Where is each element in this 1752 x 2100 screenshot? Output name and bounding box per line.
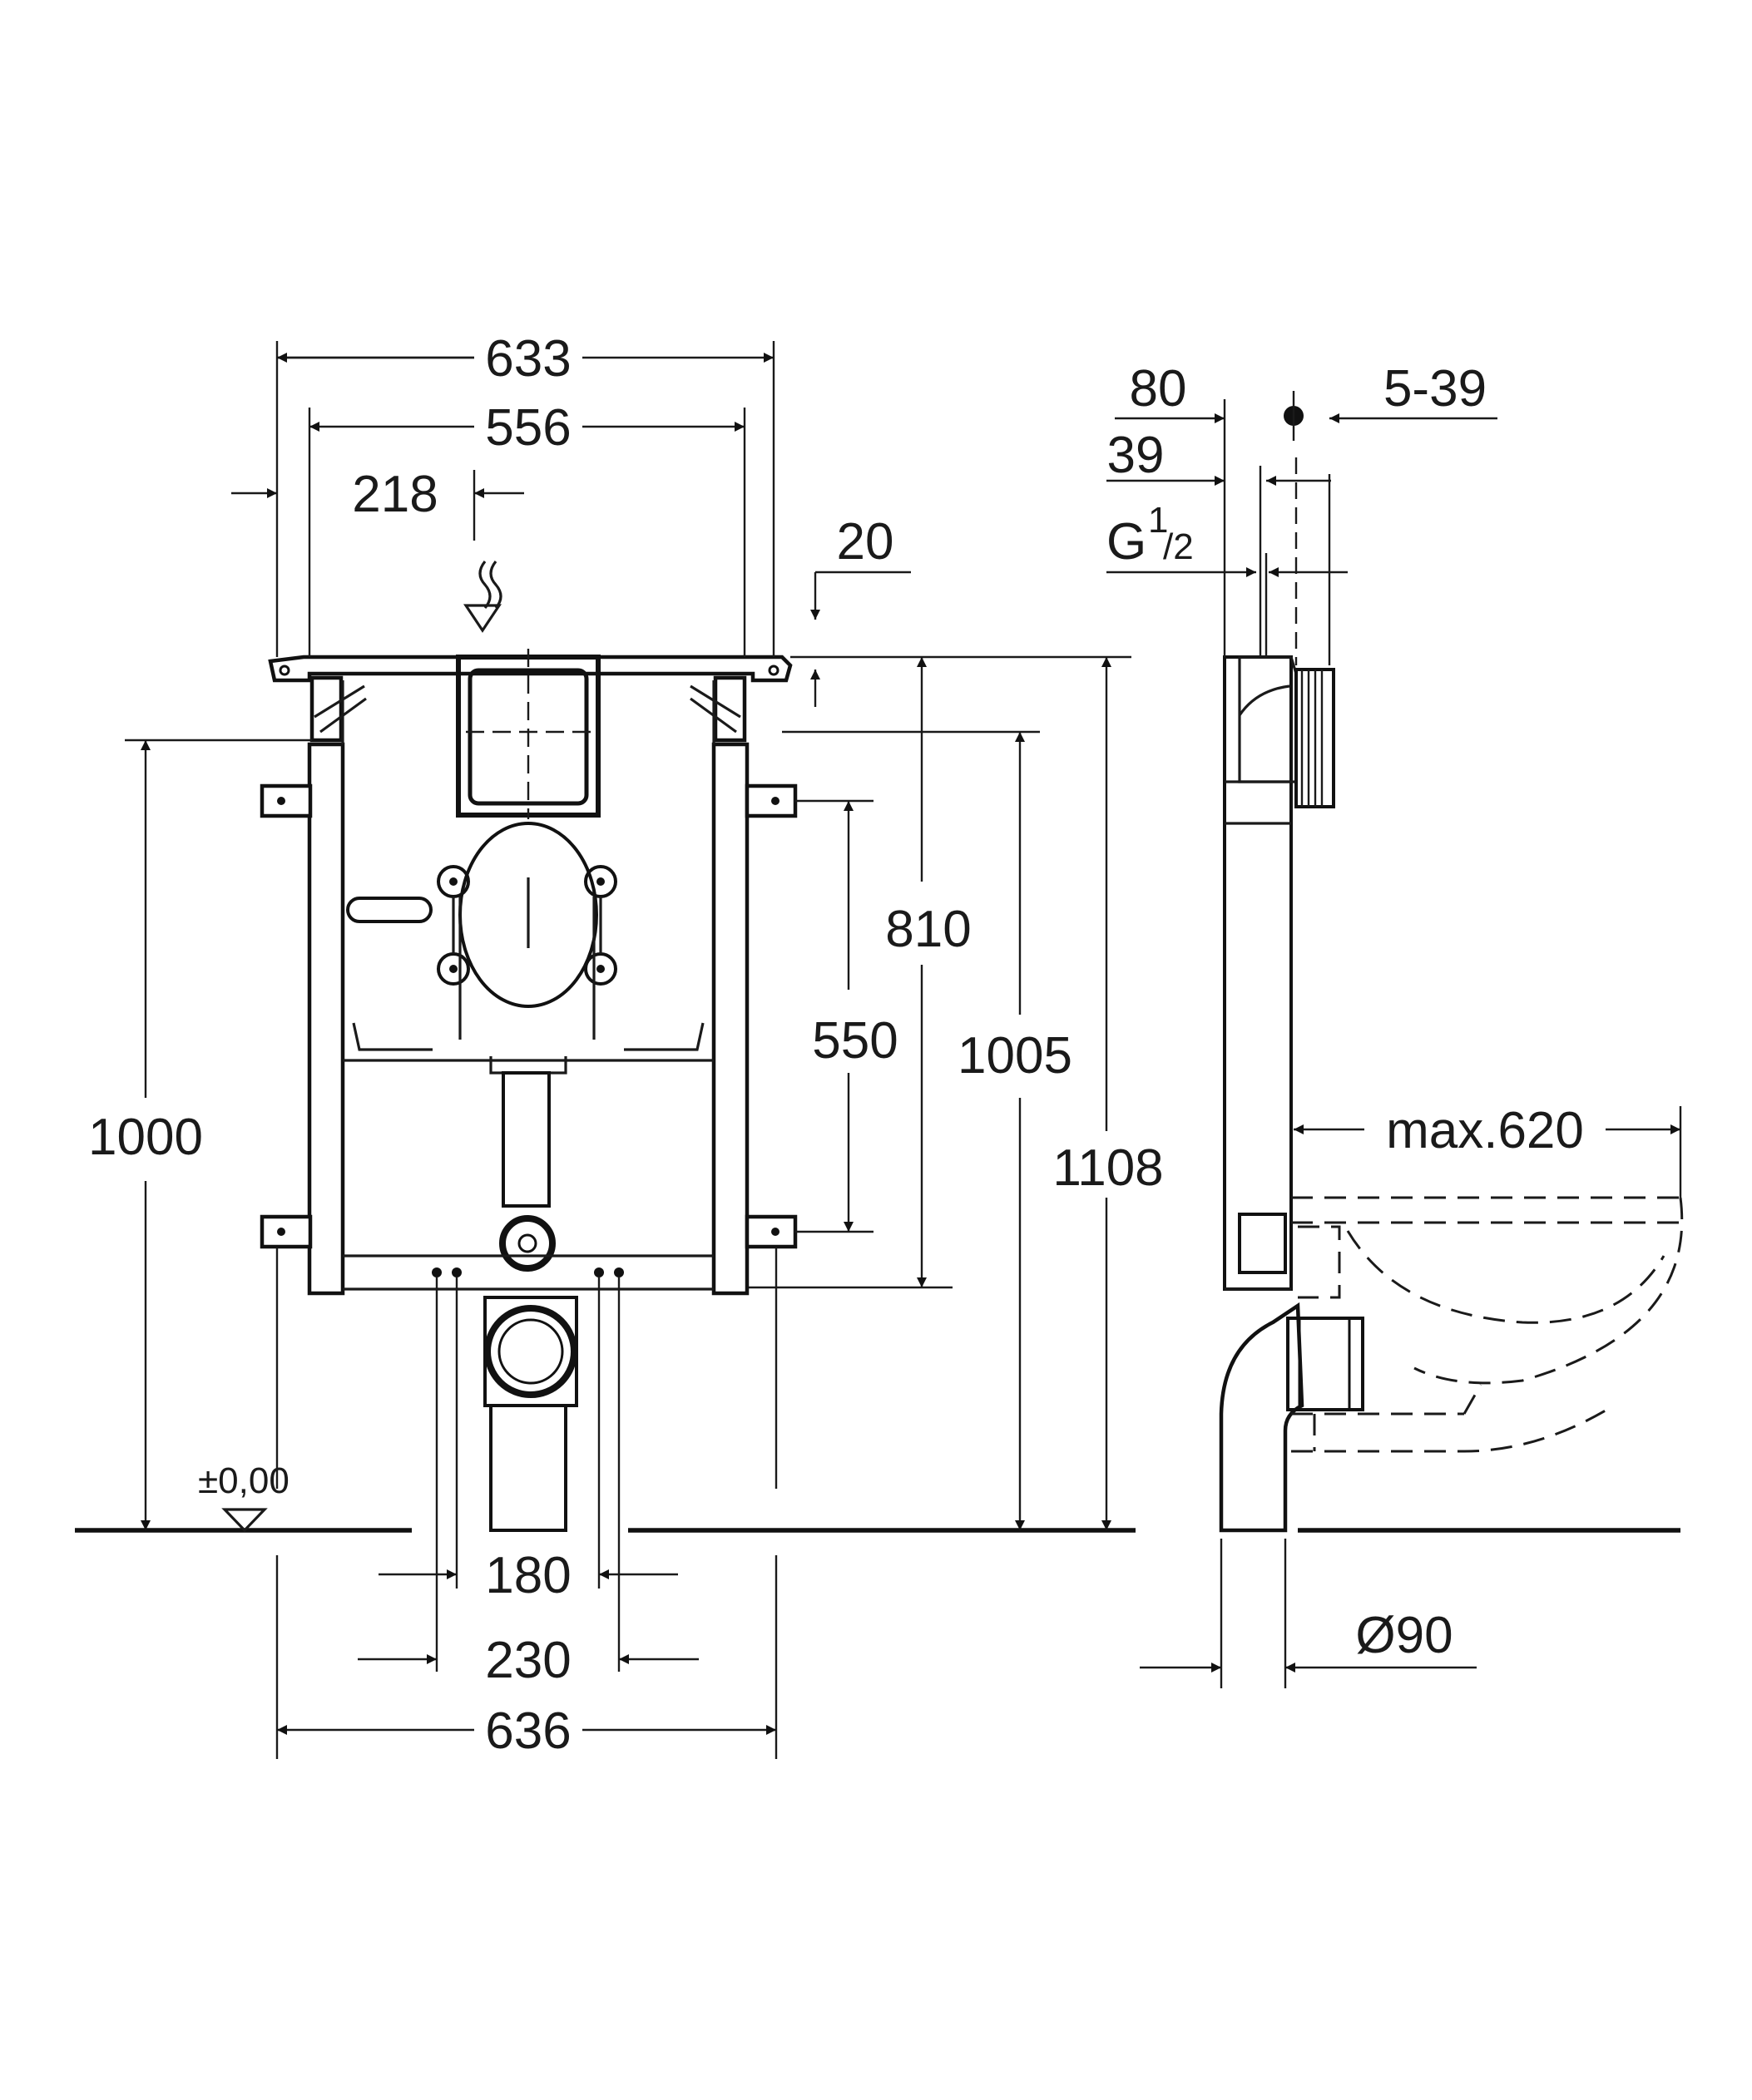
side-waste-bend xyxy=(1219,1302,1304,1533)
right-leg xyxy=(711,742,750,1296)
dim-dia90: Ø90 xyxy=(1355,1607,1453,1664)
flush-opening-inner xyxy=(468,668,589,806)
floor-reference-icon xyxy=(221,1508,268,1533)
dim-636: 636 xyxy=(485,1702,571,1760)
cross-member xyxy=(343,1022,714,1062)
left-leg xyxy=(307,742,345,1296)
water-inlet-arrow-icon xyxy=(463,604,502,633)
dim-5-39: 5-39 xyxy=(1383,360,1487,418)
side-lower-bracket xyxy=(1238,1213,1287,1274)
rail-hole-left xyxy=(279,665,290,676)
thread-den: /2 xyxy=(1163,526,1194,567)
side-frame xyxy=(1223,655,1293,1291)
side-slot xyxy=(346,897,433,923)
front-view: ±0,00 633 556 218 20 810 xyxy=(75,330,1164,1760)
drain-pipe xyxy=(502,1071,551,1208)
thread-g: G xyxy=(1106,513,1146,571)
waste-pipe xyxy=(489,1404,567,1532)
floor-label: ±0,00 xyxy=(198,1460,290,1501)
dim-633: 633 xyxy=(485,330,571,388)
dim-1000: 1000 xyxy=(88,1109,203,1166)
drain-outlet xyxy=(499,1215,556,1272)
dim-max620: max.620 xyxy=(1386,1102,1584,1159)
plate-upper-left xyxy=(260,783,313,818)
dim-1005: 1005 xyxy=(958,1027,1072,1085)
dim-20: 20 xyxy=(837,513,894,571)
dim-1108: 1108 xyxy=(1052,1139,1163,1197)
thread-num: 1 xyxy=(1148,500,1168,541)
dim-810: 810 xyxy=(885,901,971,958)
dim-80: 80 xyxy=(1130,360,1187,418)
waste-elbow xyxy=(484,1305,577,1398)
plate-lower-left xyxy=(260,1214,313,1249)
dim-550: 550 xyxy=(812,1012,898,1070)
dim-180: 180 xyxy=(485,1547,571,1604)
mounting-studs xyxy=(437,865,617,1040)
bottom-bar xyxy=(343,1254,714,1291)
dim-218: 218 xyxy=(352,466,438,523)
side-view: 80 5-39 39 G 1 /2 max.620 Ø90 xyxy=(1106,360,1684,1688)
dim-230: 230 xyxy=(485,1632,571,1689)
side-cistern-top xyxy=(1238,655,1298,783)
wc-bowl-outline xyxy=(1291,1196,1684,1453)
dim-39: 39 xyxy=(1107,427,1165,484)
water-symbol-icon xyxy=(478,561,502,610)
rail-hole-right xyxy=(768,665,779,676)
dim-556: 556 xyxy=(485,399,571,457)
